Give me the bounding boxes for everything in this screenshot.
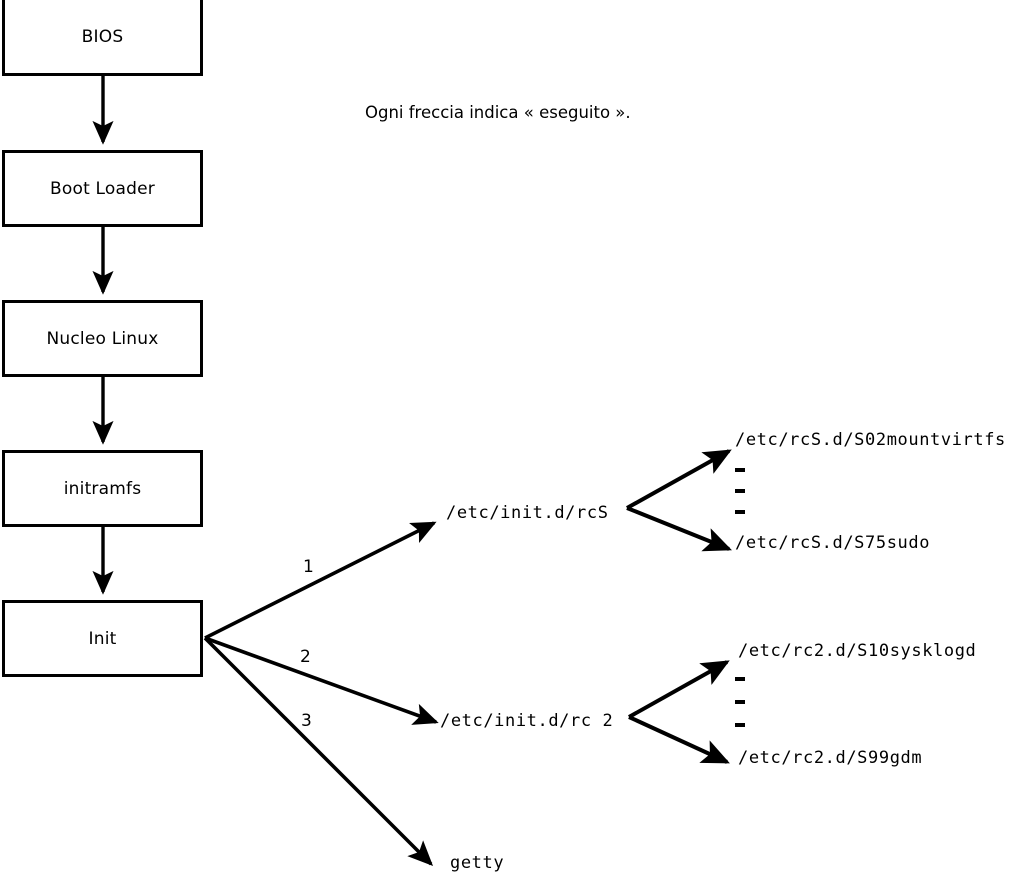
node-boot-loader-label: Boot Loader [50, 178, 155, 199]
edge-number-2: 2 [300, 647, 311, 667]
node-initramfs[interactable]: initramfs [2, 450, 203, 527]
rcs-ellipsis-dash-1 [735, 468, 745, 472]
label-rc2-first-script[interactable]: /etc/rc2.d/S10sysklogd [738, 641, 977, 661]
label-rcs-first-script[interactable]: /etc/rcS.d/S02mountvirtfs [735, 430, 1006, 450]
label-rc2-last-script[interactable]: /etc/rc2.d/S99gdm [738, 748, 923, 768]
node-nucleo-linux-label: Nucleo Linux [46, 328, 159, 349]
edge-rcs-to-last-script [626, 506, 732, 552]
edge-number-1: 1 [303, 557, 314, 577]
rc2-ellipsis-dash-1 [735, 677, 745, 681]
edge-rcs-to-first-script [626, 449, 732, 510]
rcs-ellipsis-dash-2 [735, 489, 745, 493]
edge-init-to-rcs [204, 521, 437, 640]
node-bios[interactable]: BIOS [2, 0, 203, 76]
node-nucleo-linux[interactable]: Nucleo Linux [2, 300, 203, 377]
label-rcs-script[interactable]: /etc/init.d/rcS [446, 503, 609, 523]
rc2-ellipsis-dash-2 [735, 700, 745, 704]
rc2-ellipsis-dash-3 [735, 723, 745, 727]
edge-number-3: 3 [301, 711, 312, 731]
edge-rc2-to-first-script [628, 660, 730, 719]
edge-init-to-rc2 [204, 636, 439, 725]
node-bios-label: BIOS [81, 26, 124, 47]
edge-rc2-to-last-script [628, 715, 730, 764]
node-boot-loader[interactable]: Boot Loader [2, 150, 203, 227]
node-init-label: Init [88, 628, 117, 649]
node-initramfs-label: initramfs [63, 478, 142, 499]
node-init[interactable]: Init [2, 600, 203, 677]
edge-init-to-getty [203, 636, 434, 867]
label-getty[interactable]: getty [450, 853, 505, 873]
diagram-caption: Ogni freccia indica « eseguito ». [365, 103, 631, 122]
label-rc2-script[interactable]: /etc/init.d/rc 2 [440, 711, 614, 731]
rcs-ellipsis-dash-3 [735, 510, 745, 514]
label-rcs-last-script[interactable]: /etc/rcS.d/S75sudo [735, 533, 931, 553]
